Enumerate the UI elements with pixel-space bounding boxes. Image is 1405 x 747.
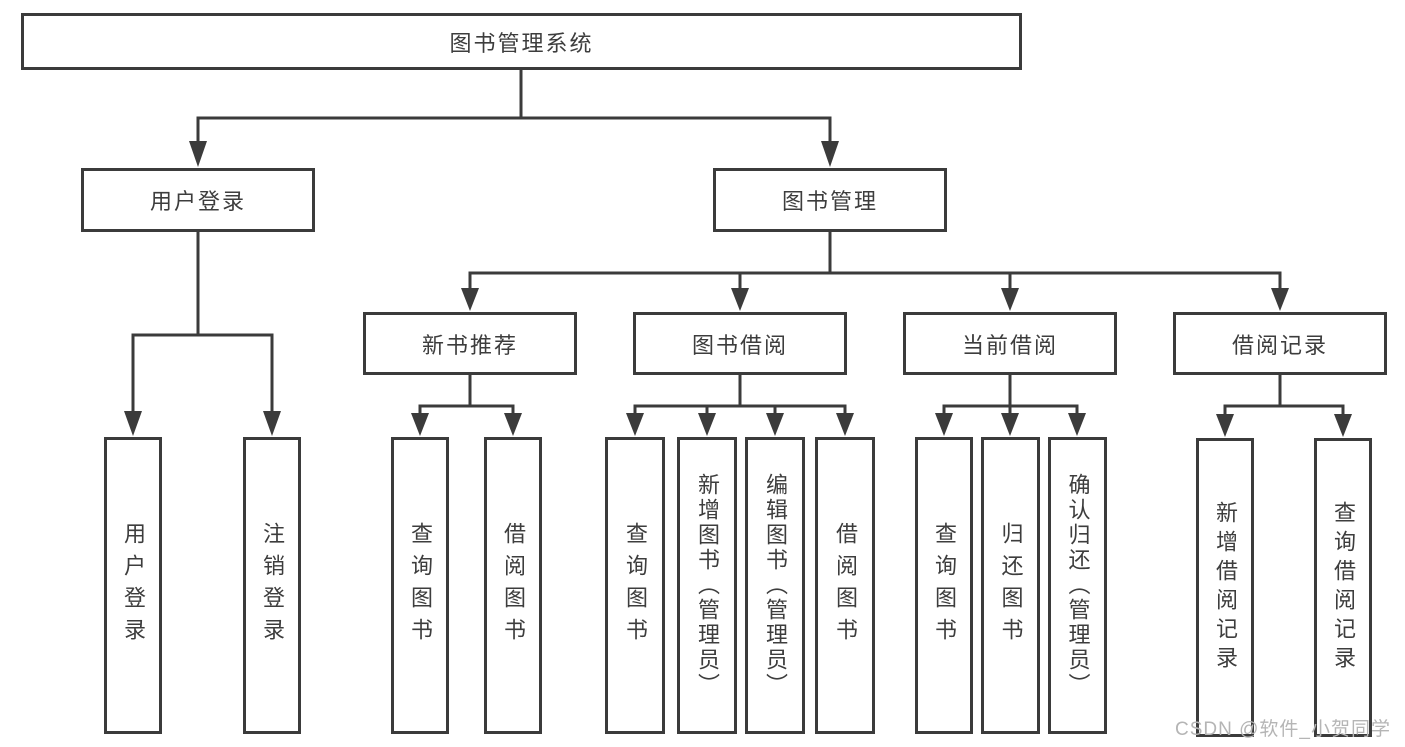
- leaf-add-borrow-record: 新增借阅记录: [1196, 438, 1254, 737]
- leaf-query-books-3-label: 查询图书: [932, 521, 957, 650]
- leaf-borrow-books-1-label: 借阅图书: [501, 521, 526, 650]
- leaf-query-books-1-label: 查询图书: [408, 521, 433, 650]
- leaf-return-books-label: 归还图书: [998, 521, 1024, 650]
- leaf-logout: 注销登录: [243, 437, 301, 734]
- node-new-book-recommend-label: 新书推荐: [421, 332, 518, 358]
- leaf-query-books-2: 查询图书: [605, 437, 665, 734]
- node-book-management: 图书管理: [713, 168, 947, 232]
- node-user-login: 用户登录: [81, 168, 315, 232]
- leaf-query-borrow-record-label: 查询借阅记录: [1331, 500, 1356, 675]
- leaf-query-borrow-record: 查询借阅记录: [1314, 438, 1372, 737]
- leaf-add-borrow-record-label: 新增借阅记录: [1213, 500, 1238, 675]
- node-root-system: 图书管理系统: [21, 13, 1022, 70]
- leaf-logout-label: 注销登录: [260, 521, 285, 650]
- leaf-borrow-books-2: 借阅图书: [815, 437, 875, 734]
- leaf-return-books: 归还图书: [981, 437, 1040, 734]
- leaf-borrow-books-1: 借阅图书: [484, 437, 542, 734]
- leaf-query-books-2-label: 查询图书: [623, 521, 648, 650]
- node-new-book-recommend: 新书推荐: [363, 312, 577, 375]
- node-borrowing-records: 借阅记录: [1173, 312, 1387, 375]
- node-root-system-label: 图书管理系统: [449, 30, 594, 56]
- leaf-add-books-admin-label: 新增图书（管理员）: [695, 473, 720, 698]
- leaf-confirm-return-admin: 确认归还（管理员）: [1048, 437, 1107, 734]
- node-current-borrowing-label: 当前借阅: [961, 332, 1058, 358]
- leaf-query-books-1: 查询图书: [391, 437, 449, 734]
- node-user-login-label: 用户登录: [149, 189, 246, 214]
- node-book-management-label: 图书管理: [781, 189, 878, 214]
- leaf-confirm-return-admin-label: 确认归还（管理员）: [1065, 473, 1091, 698]
- leaf-user-login-label: 用户登录: [121, 521, 146, 650]
- leaf-add-books-admin: 新增图书（管理员）: [677, 437, 737, 734]
- csdn-watermark: CSDN @软件_小贺同学: [1175, 719, 1391, 740]
- leaf-user-login: 用户登录: [104, 437, 162, 734]
- node-current-borrowing: 当前借阅: [903, 312, 1117, 375]
- leaf-edit-books-admin-label: 编辑图书（管理员）: [763, 473, 788, 698]
- node-book-borrowing-label: 图书借阅: [691, 332, 788, 358]
- leaf-edit-books-admin: 编辑图书（管理员）: [745, 437, 805, 734]
- node-borrowing-records-label: 借阅记录: [1231, 332, 1328, 358]
- leaf-borrow-books-2-label: 借阅图书: [833, 521, 858, 650]
- node-book-borrowing: 图书借阅: [633, 312, 847, 375]
- leaf-query-books-3: 查询图书: [915, 437, 973, 734]
